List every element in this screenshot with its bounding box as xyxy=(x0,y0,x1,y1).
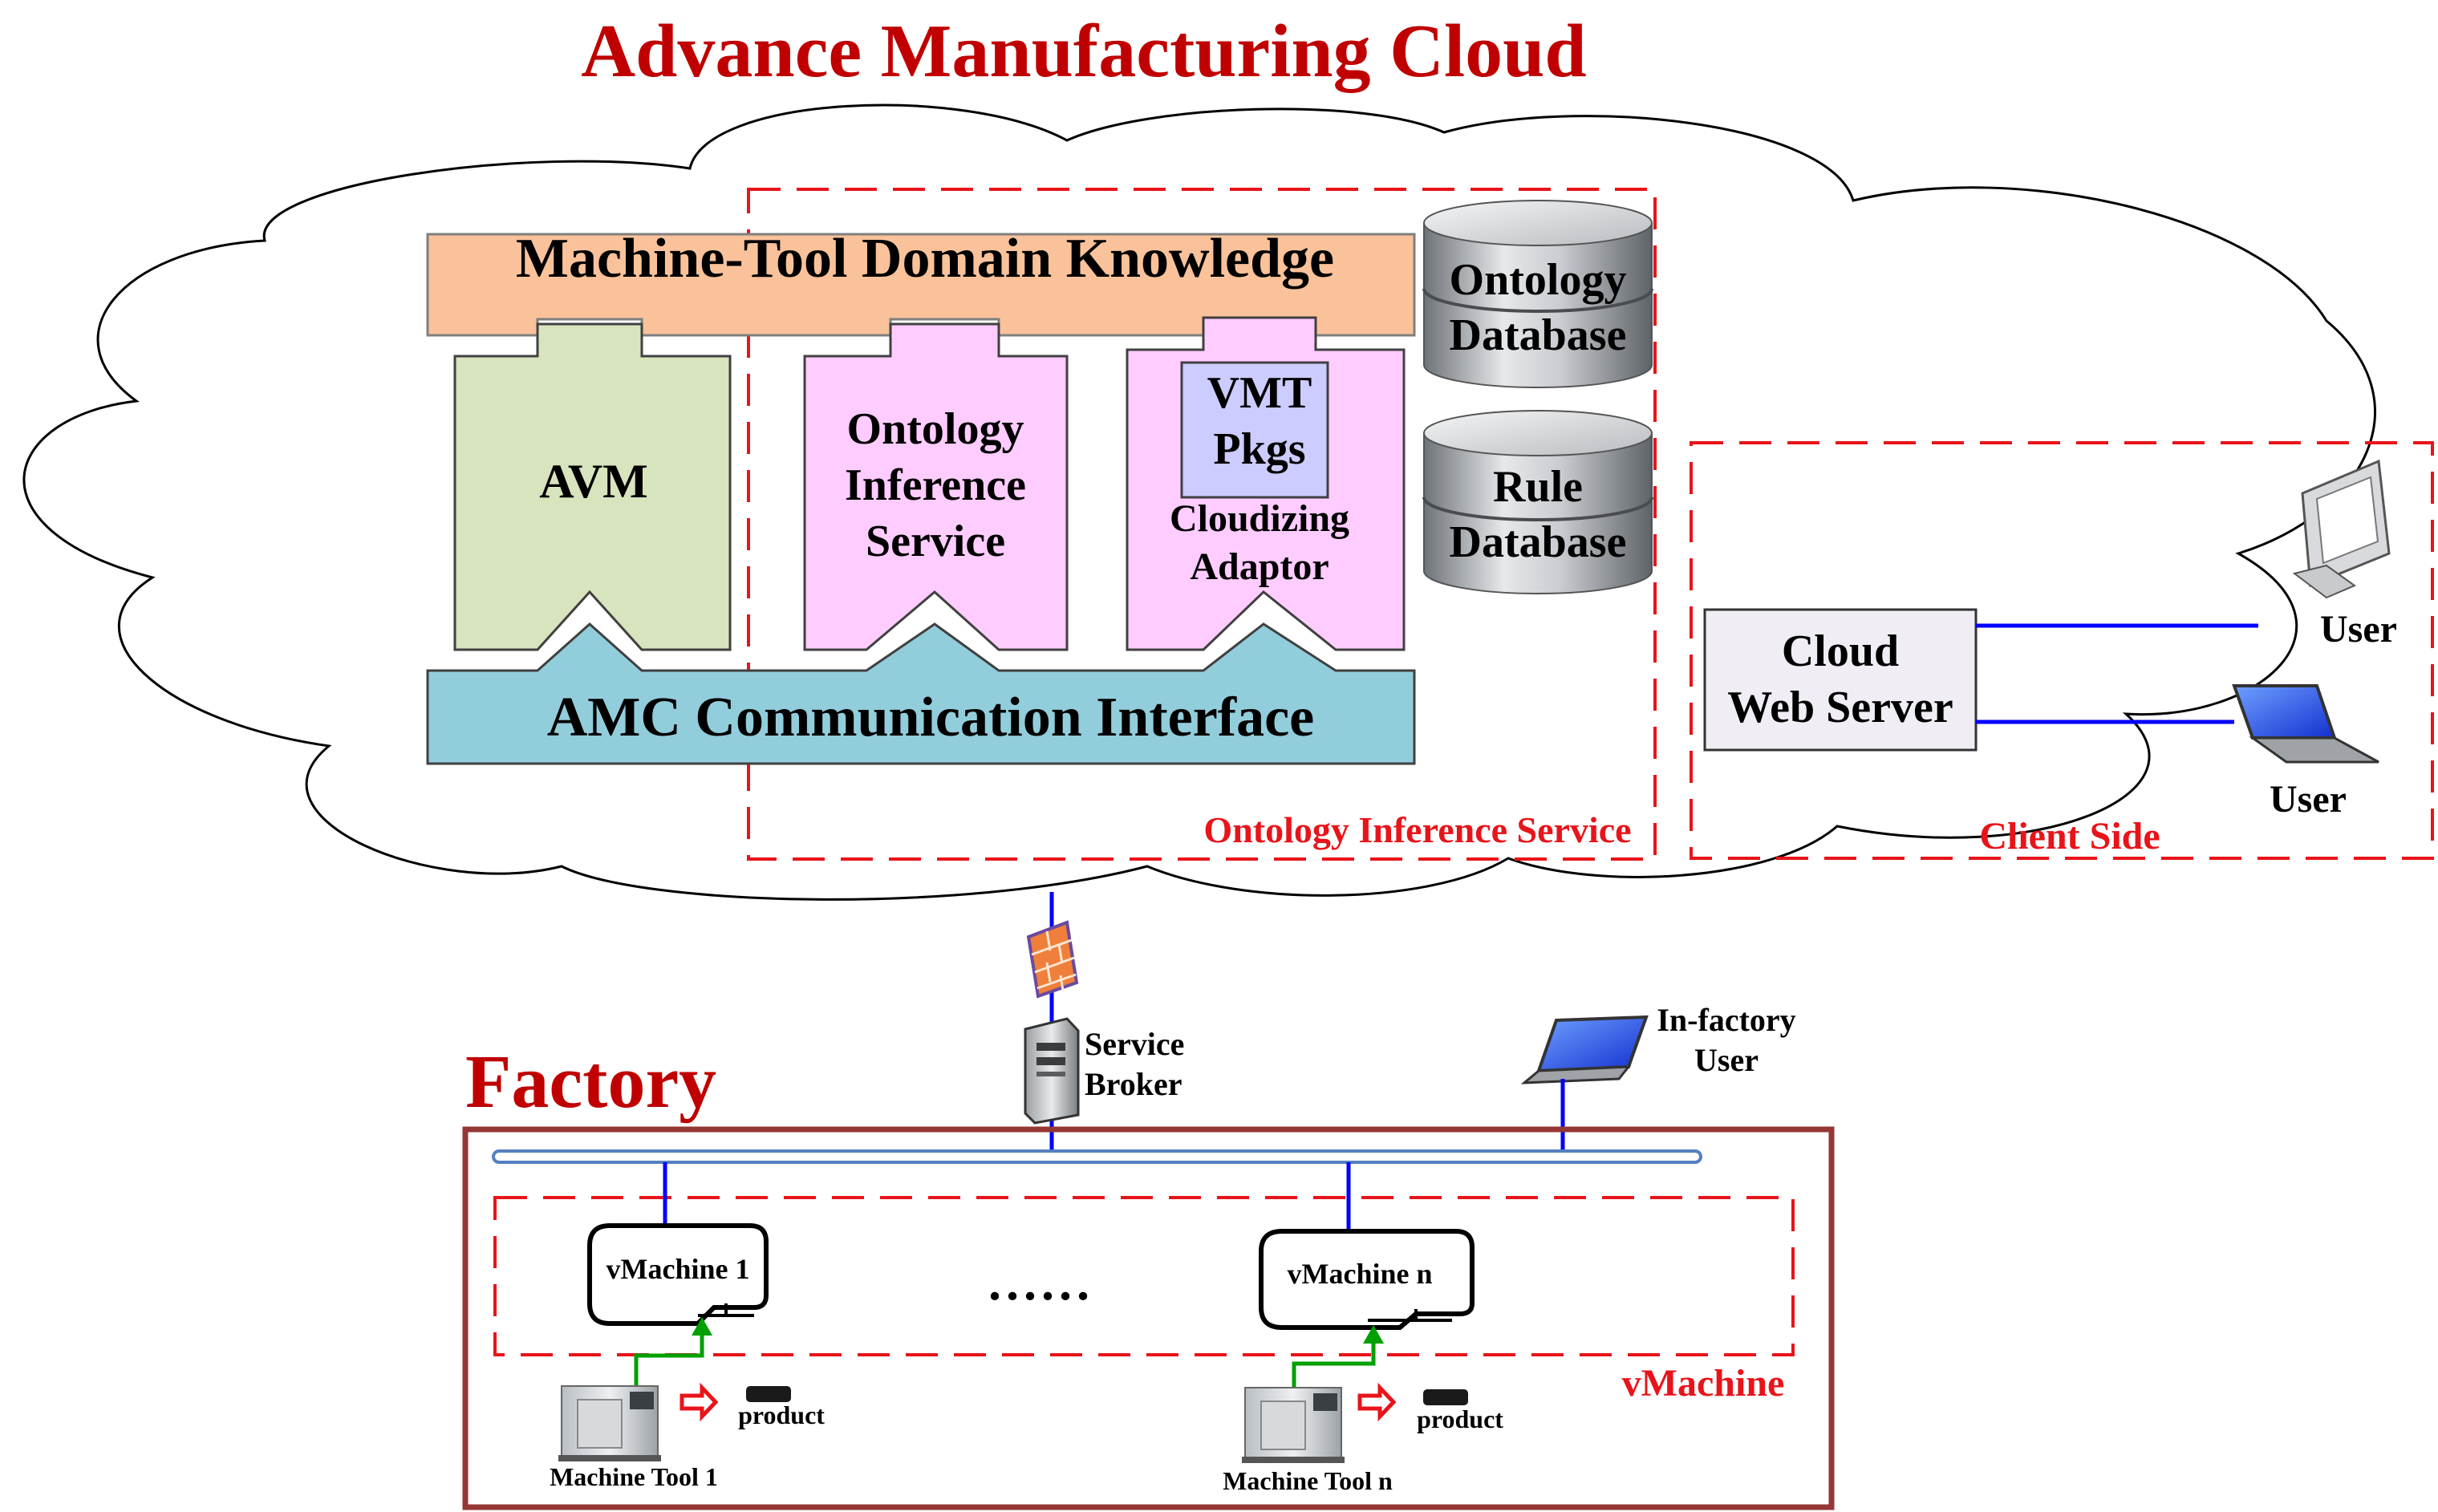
user-laptop-label: User xyxy=(2270,778,2347,821)
product-1-icon xyxy=(746,1386,791,1402)
machine-tool-n-icon xyxy=(1242,1387,1345,1463)
vmachine-n-label: vMachine n xyxy=(1287,1258,1432,1290)
vmachine-region-label: vMachine xyxy=(1622,1362,1785,1405)
vmachine-n-icon xyxy=(1259,1229,1475,1330)
ois-region-label: Ontology Inference Service xyxy=(1203,809,1631,850)
laptop-icon xyxy=(2232,684,2379,764)
vmt-line2: Pkgs xyxy=(1213,424,1305,474)
ois-block-line2: Inference xyxy=(845,460,1026,510)
ontology-database-icon xyxy=(1422,200,1653,388)
rule-db-line2: Database xyxy=(1450,517,1627,567)
knowledge-bar-label: Machine-Tool Domain Knowledge xyxy=(516,228,1334,290)
client-side-label: Client Side xyxy=(1979,815,2160,857)
cloudizing-line2: Adaptor xyxy=(1190,545,1329,588)
product-n-icon xyxy=(1423,1389,1468,1405)
rule-database-icon xyxy=(1422,410,1653,594)
ontology-db-line2: Database xyxy=(1450,310,1627,360)
web-server-line1: Cloud xyxy=(1782,626,1899,676)
cloud-title: Advance Manufacturing Cloud xyxy=(581,10,1586,93)
service-broker-line1: Service xyxy=(1085,1026,1184,1062)
ois-region xyxy=(747,188,1657,861)
user-desktop-label: User xyxy=(2320,608,2397,651)
network-bus xyxy=(492,1149,1702,1164)
cloud-web-server-box xyxy=(1703,608,1978,752)
product-1-label: product xyxy=(738,1401,825,1429)
service-broker-line2: Broker xyxy=(1085,1066,1182,1102)
web-server-line2: Web Server xyxy=(1727,683,1953,732)
ois-block-line3: Service xyxy=(866,517,1005,566)
avm-block xyxy=(453,322,732,651)
comm-bar xyxy=(426,622,1416,765)
red-arrow-1-icon xyxy=(679,1382,719,1422)
machine-tool-1-label: Machine Tool 1 xyxy=(550,1462,718,1491)
firewall-icon xyxy=(1026,920,1079,999)
cloudizing-line1: Cloudizing xyxy=(1170,497,1349,540)
vmt-pkgs-block xyxy=(1180,361,1329,499)
ontology-db-line1: Ontology xyxy=(1450,255,1627,305)
feedback-arrow-n xyxy=(1292,1325,1384,1405)
red-arrow-n-icon xyxy=(1357,1382,1397,1422)
machine-tool-1-icon xyxy=(558,1385,661,1461)
desktop-monitor-icon xyxy=(2292,459,2391,599)
ois-block-line1: Ontology xyxy=(847,404,1024,454)
vmt-line1: VMT xyxy=(1207,368,1312,418)
vmachine-1-icon xyxy=(587,1223,769,1326)
infactory-user-line2: User xyxy=(1694,1042,1759,1078)
ois-block xyxy=(803,322,1069,651)
rule-db-line1: Rule xyxy=(1493,462,1583,512)
comm-bar-label: AMC Communication Interface xyxy=(547,687,1314,748)
machine-tool-n-label: Machine Tool n xyxy=(1223,1466,1393,1495)
factory-border xyxy=(462,1126,1835,1510)
factory-title: Factory xyxy=(465,1040,716,1124)
product-n-label: product xyxy=(1417,1405,1503,1433)
infactory-user-line1: In-factory xyxy=(1657,1002,1795,1038)
infactory-laptop-icon xyxy=(1520,1015,1649,1084)
feedback-arrow-1 xyxy=(634,1317,712,1400)
server-broker-icon xyxy=(1024,1017,1080,1125)
ellipsis: ...... xyxy=(988,1254,1094,1311)
vmachine-region xyxy=(493,1196,1795,1356)
vmachine-1-label: vMachine 1 xyxy=(606,1253,750,1285)
avm-label: AVM xyxy=(539,455,648,508)
